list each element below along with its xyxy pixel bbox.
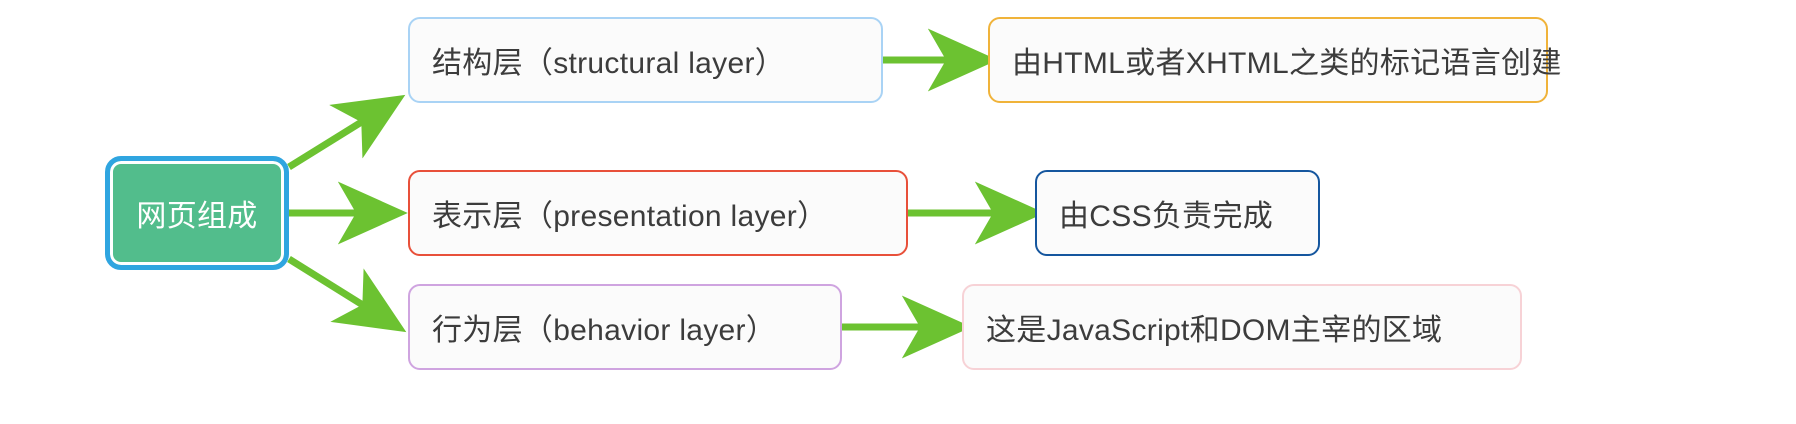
node-css-description-label: 由CSS负责完成 xyxy=(1059,200,1274,233)
node-behavior-layer[interactable]: 行为层（behavior layer） xyxy=(408,284,842,370)
node-root-label: 网页组成 xyxy=(136,200,258,233)
node-behavior-layer-label: 行为层（behavior layer） xyxy=(432,314,777,347)
edge-root-to-structural xyxy=(287,94,406,170)
node-presentation-layer[interactable]: 表示层（presentation layer） xyxy=(408,170,908,256)
node-js-description[interactable]: 这是JavaScript和DOM主宰的区域 xyxy=(962,284,1522,370)
node-js-description-label: 这是JavaScript和DOM主宰的区域 xyxy=(986,314,1443,347)
edge-root-to-behavior xyxy=(287,256,407,333)
node-html-description[interactable]: 由HTML或者XHTML之类的标记语言创建 xyxy=(988,17,1561,103)
node-presentation-layer-label: 表示层（presentation layer） xyxy=(432,200,828,233)
node-structural-layer-label: 结构层（structural layer） xyxy=(432,47,786,80)
node-structural-layer[interactable]: 结构层（structural layer） xyxy=(408,17,883,103)
node-root[interactable]: 网页组成 xyxy=(105,156,289,270)
node-html-description-label: 由HTML或者XHTML之类的标记语言创建 xyxy=(1012,47,1562,80)
node-css-description[interactable]: 由CSS负责完成 xyxy=(1035,170,1320,256)
